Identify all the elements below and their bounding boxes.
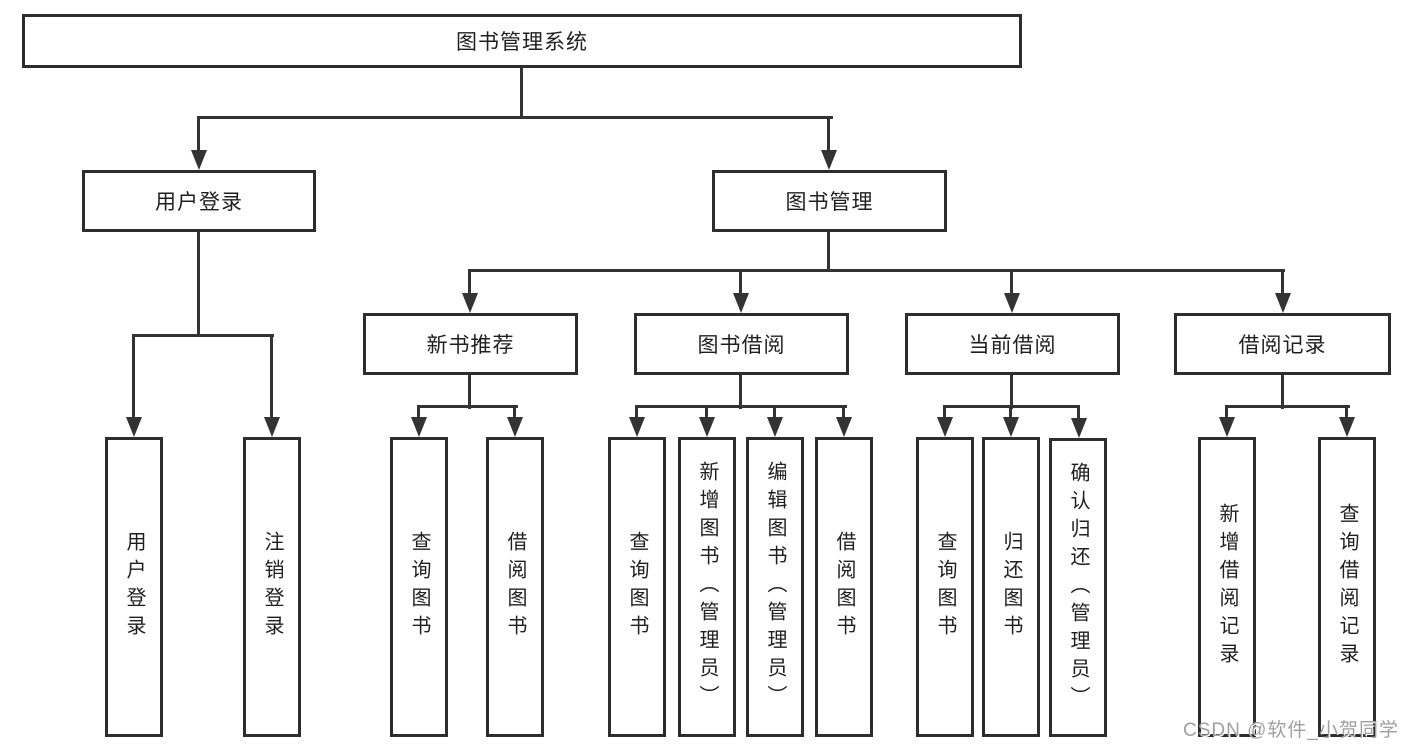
node-borrowing-records: 借阅记录 xyxy=(1174,313,1391,375)
leaf-label: 查询图书 xyxy=(934,531,956,643)
connector-vline xyxy=(827,232,830,272)
connector-vline xyxy=(943,405,946,423)
connector-vline xyxy=(739,375,742,409)
arrow-down-icon xyxy=(126,417,142,437)
node-book-management: 图书管理 xyxy=(712,170,947,232)
arrow-down-icon xyxy=(733,293,749,313)
arrow-down-icon xyxy=(1004,293,1020,313)
connector-vline xyxy=(197,232,200,336)
arrow-down-icon xyxy=(1339,417,1355,437)
connector-vline xyxy=(520,68,523,118)
connector-hline xyxy=(468,269,1285,272)
node-label: 当前借阅 xyxy=(968,334,1057,357)
connector-vline xyxy=(513,405,516,423)
node-library-management-system: 图书管理系统 xyxy=(22,14,1022,68)
connector-vline xyxy=(773,405,776,423)
connector-vline xyxy=(827,116,830,154)
connector-vline xyxy=(1225,405,1228,423)
connector-vline xyxy=(842,405,845,423)
connector-vline xyxy=(270,334,273,422)
arrow-down-icon xyxy=(629,417,645,437)
leaf-label: 确认归还（管理员） xyxy=(1067,461,1089,714)
connector-vline xyxy=(1281,269,1284,299)
connector-vline xyxy=(1345,405,1348,423)
leaf-add-borrow-record: 新增借阅记录 xyxy=(1198,437,1256,737)
arrow-down-icon xyxy=(1275,293,1291,313)
leaf-label: 编辑图书（管理员） xyxy=(764,461,786,713)
arrow-down-icon xyxy=(191,150,207,170)
connector-vline xyxy=(468,375,471,409)
leaf-label: 新增借阅记录 xyxy=(1216,503,1238,671)
node-current-borrowing: 当前借阅 xyxy=(905,313,1120,375)
connector-hline xyxy=(417,405,518,408)
arrow-down-icon xyxy=(264,417,280,437)
connector-vline xyxy=(1010,269,1013,299)
connector-vline xyxy=(739,269,742,299)
leaf-add-books-admin: 新增图书（管理员） xyxy=(678,437,736,737)
leaf-label: 查询图书 xyxy=(408,531,430,643)
leaf-label: 用户登录 xyxy=(123,531,145,643)
leaf-query-books-borrow: 查询图书 xyxy=(608,437,666,737)
leaf-confirm-return-admin: 确认归还（管理员） xyxy=(1049,438,1107,737)
arrow-down-icon xyxy=(507,417,523,437)
leaf-label: 借阅图书 xyxy=(833,531,855,643)
leaf-borrow-books-newbook: 借阅图书 xyxy=(486,437,544,737)
arrow-down-icon xyxy=(1071,418,1087,438)
arrow-down-icon xyxy=(699,417,715,437)
node-label: 用户登录 xyxy=(155,191,243,214)
node-label: 图书管理 xyxy=(785,191,874,214)
leaf-label: 新增图书（管理员） xyxy=(696,461,718,713)
leaf-query-books-current: 查询图书 xyxy=(916,437,974,737)
csdn-watermark: CSDN @软件_小贺同学 xyxy=(1183,720,1399,741)
leaf-borrow-books: 借阅图书 xyxy=(815,437,873,737)
node-new-book-recommendation: 新书推荐 xyxy=(363,313,578,375)
leaf-query-books-newbook: 查询图书 xyxy=(390,437,448,737)
node-user-login: 用户登录 xyxy=(82,170,316,232)
arrow-down-icon xyxy=(1219,417,1235,437)
connector-hline xyxy=(132,334,274,337)
arrow-down-icon xyxy=(462,293,478,313)
connector-vline xyxy=(705,405,708,423)
leaf-label: 查询图书 xyxy=(626,531,648,643)
leaf-edit-books-admin: 编辑图书（管理员） xyxy=(746,437,804,737)
leaf-label: 查询借阅记录 xyxy=(1336,503,1358,671)
leaf-label: 归还图书 xyxy=(1000,531,1022,643)
arrow-down-icon xyxy=(836,417,852,437)
arrow-down-icon xyxy=(821,150,837,170)
arrow-down-icon xyxy=(767,417,783,437)
node-label: 借阅记录 xyxy=(1238,334,1327,357)
connector-hline xyxy=(1225,405,1350,408)
leaf-user-login: 用户登录 xyxy=(105,437,163,737)
leaf-return-books: 归还图书 xyxy=(982,437,1040,737)
node-book-borrowing: 图书借阅 xyxy=(634,313,849,375)
connector-vline xyxy=(197,116,200,154)
connector-vline xyxy=(1009,405,1012,423)
connector-vline xyxy=(417,405,420,423)
connector-vline xyxy=(1281,375,1284,409)
node-label: 新书推荐 xyxy=(426,334,515,357)
arrow-down-icon xyxy=(937,417,953,437)
arrow-down-icon xyxy=(1003,417,1019,437)
connector-vline xyxy=(468,269,471,299)
connector-vline xyxy=(1010,375,1013,409)
connector-hline xyxy=(197,116,833,119)
leaf-logout: 注销登录 xyxy=(243,437,301,737)
connector-vline xyxy=(1077,405,1080,423)
leaf-label: 借阅图书 xyxy=(504,531,526,643)
arrow-down-icon xyxy=(411,417,427,437)
connector-hline xyxy=(635,405,847,408)
connector-vline xyxy=(132,334,135,422)
leaf-label: 注销登录 xyxy=(261,531,283,643)
connector-vline xyxy=(635,405,638,423)
node-label: 图书管理系统 xyxy=(456,31,588,54)
leaf-query-borrow-record: 查询借阅记录 xyxy=(1318,437,1376,737)
node-label: 图书借阅 xyxy=(697,334,786,357)
